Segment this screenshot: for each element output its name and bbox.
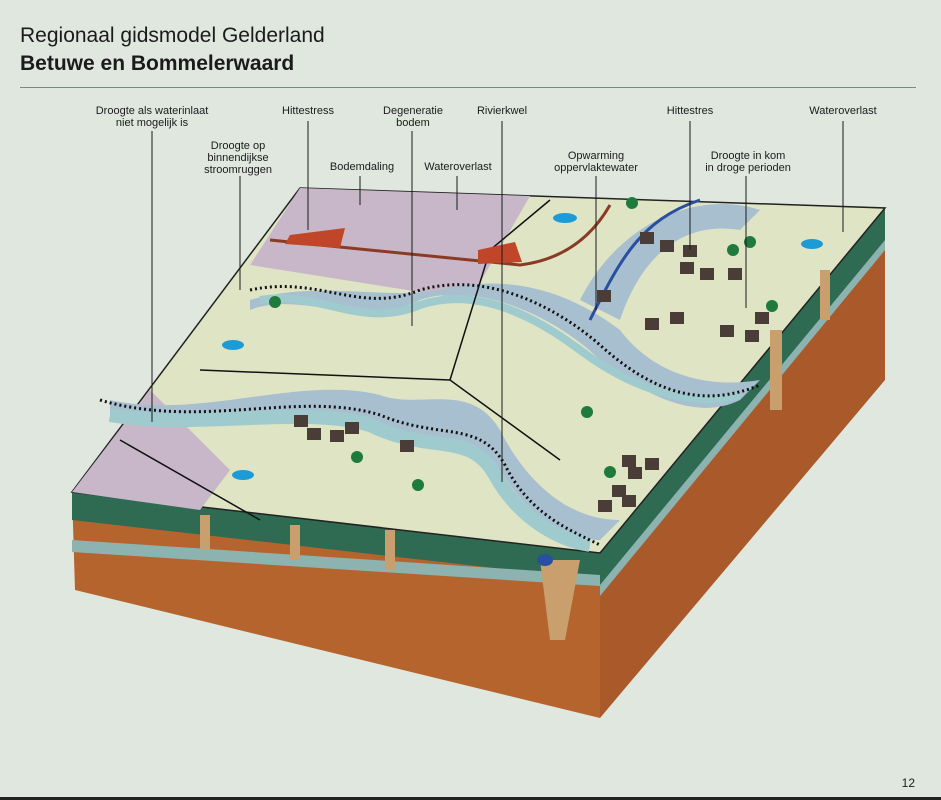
left-peat-layer bbox=[72, 492, 600, 580]
road bbox=[199, 369, 561, 461]
label-droogte-kom: Droogte in kom in droge perioden bbox=[705, 150, 791, 174]
leader-lines bbox=[151, 121, 844, 482]
label-droogte-waterinlaat: Droogte als waterinlaat niet mogelijk is bbox=[95, 105, 209, 129]
right-sand-band bbox=[600, 240, 885, 596]
pond bbox=[553, 213, 577, 223]
label-hittestres: Hittestres bbox=[666, 105, 714, 117]
left-sand-band bbox=[72, 540, 600, 586]
floodplain bbox=[110, 389, 620, 540]
spring bbox=[537, 554, 553, 566]
label-opwarming: Opwarming oppervlaktewater bbox=[554, 150, 638, 174]
pond bbox=[232, 470, 254, 480]
pond bbox=[801, 239, 823, 249]
label-droogte-stroomruggen: Droogte op binnendijkse stroomruggen bbox=[204, 140, 272, 176]
page-title: Regionaal gidsmodel Gelderland bbox=[20, 24, 325, 47]
seepage-columns bbox=[200, 270, 830, 640]
trees bbox=[269, 197, 778, 491]
houses bbox=[294, 232, 769, 512]
land-surface bbox=[70, 187, 887, 554]
right-peat-layer bbox=[600, 208, 885, 590]
river-linge bbox=[259, 294, 741, 403]
industrial-area bbox=[285, 228, 345, 248]
page-subtitle: Betuwe en Bommelerwaard bbox=[20, 52, 295, 75]
river-waal bbox=[108, 408, 592, 552]
label-degeneratie-bodem: Degeneratie bodem bbox=[383, 105, 443, 129]
floodplain-east bbox=[580, 204, 760, 320]
floodplain-north bbox=[250, 283, 760, 408]
header-divider bbox=[20, 87, 916, 88]
label-wateroverlast-2: Wateroverlast bbox=[809, 105, 877, 117]
road bbox=[269, 204, 612, 267]
label-hittestress: Hittestress bbox=[282, 105, 334, 117]
page-number: 12 bbox=[901, 776, 915, 790]
pond bbox=[222, 340, 244, 350]
dike bbox=[249, 283, 761, 398]
industrial-area bbox=[478, 242, 522, 264]
label-rivierkwel: Rivierkwel bbox=[476, 105, 528, 117]
bottom-border bbox=[0, 797, 941, 800]
label-wateroverlast: Wateroverlast bbox=[424, 161, 492, 173]
urban-area bbox=[250, 188, 530, 300]
label-bodemdaling: Bodemdaling bbox=[329, 161, 395, 173]
road bbox=[119, 439, 261, 521]
